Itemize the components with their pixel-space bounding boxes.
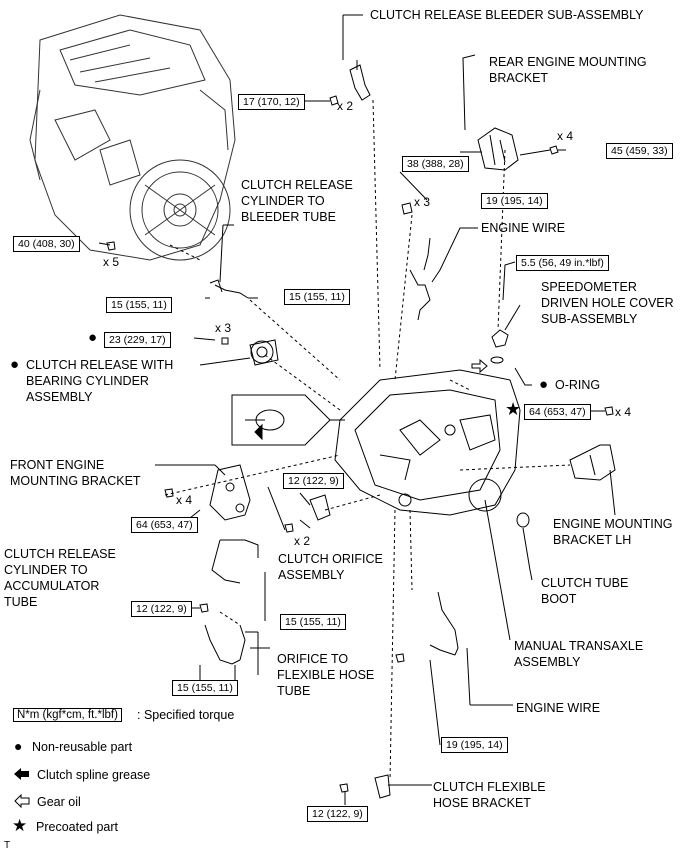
engine-wire-1-part	[409, 227, 478, 321]
engine-wire-2-part	[429, 591, 513, 706]
label-mount-lh: ENGINE MOUNTING BRACKET LH	[553, 517, 673, 547]
non-reusable-dot-icon: ●	[539, 376, 549, 393]
legend-torque-box: N*m (kgf*cm, ft.*lbf)	[13, 708, 122, 722]
label-engine-wire-1: ENGINE WIRE	[481, 221, 566, 235]
accumulator-tube-part	[211, 539, 259, 584]
label-oring: O-RING	[555, 378, 601, 392]
bolts	[106, 95, 614, 793]
legend-spline-grease-text: Clutch spline grease	[37, 768, 151, 782]
torque-box: 40 (408, 30)	[13, 236, 80, 252]
label-rear-bracket: REAR ENGINE MOUNTING BRACKET	[489, 55, 647, 85]
label-accum-tube: CLUTCH RELEASE CYLINDER TO ACCUMULATOR T…	[4, 547, 116, 609]
label-speedometer: SPEEDOMETER DRIVEN HOLE COVER SUB-ASSEMB…	[541, 280, 674, 326]
quantity-label: x 4	[176, 493, 193, 507]
engine-illustration	[29, 14, 236, 261]
torque-box: 12 (122, 9)	[131, 601, 192, 617]
quantity-label: x 2	[337, 99, 354, 113]
flex-hose-bracket-part	[374, 774, 432, 799]
leader-lines	[98, 100, 605, 805]
footer-code: T	[4, 840, 11, 851]
orifice-assembly-part	[299, 492, 331, 529]
legend-gear-oil-text: Gear oil	[37, 795, 81, 809]
label-orifice-asm: CLUTCH ORIFICE ASSEMBLY	[278, 552, 383, 582]
tube-boot-part	[516, 512, 533, 581]
legend-torque-text: : Specified torque	[137, 708, 235, 722]
legend-non-reusable-text: Non-reusable part	[32, 740, 133, 754]
dashed-guides	[164, 99, 571, 781]
label-release-cyl-tube: CLUTCH RELEASE CYLINDER TO BLEEDER TUBE	[241, 178, 353, 224]
bleeder-tube-part	[209, 224, 258, 299]
torque-box: 45 (459, 33)	[606, 143, 673, 159]
rear-bracket-part	[462, 54, 566, 171]
label-flex-bracket: CLUTCH FLEXIBLE HOSE BRACKET	[433, 780, 546, 810]
label-bearing-cylinder: CLUTCH RELEASE WITH BEARING CYLINDER ASS…	[26, 358, 174, 404]
spline-inset	[231, 394, 345, 446]
legend-spline-grease-icon	[14, 768, 29, 780]
non-reusable-dot-icon: ●	[88, 329, 98, 346]
front-bracket-part	[155, 464, 251, 521]
torque-box: 15 (155, 11)	[280, 614, 346, 630]
torque-box: 19 (195, 14)	[441, 737, 508, 753]
torque-box: 15 (155, 11)	[172, 680, 238, 696]
quantity-label: x 3	[414, 195, 431, 209]
torque-box: 23 (229, 17)	[104, 332, 171, 348]
torque-box: 38 (388, 28)	[402, 156, 469, 172]
quantity-label: x 4	[557, 129, 574, 143]
torque-box: 17 (170, 12)	[238, 94, 305, 110]
torque-box: 5.5 (56, 49 in.*lbf)	[516, 255, 609, 271]
bleeder-part	[342, 14, 371, 101]
torque-box: 19 (195, 14)	[481, 193, 548, 209]
precoated-star-icon: ★	[505, 399, 522, 419]
legend-precoated-text: Precoated part	[36, 820, 118, 834]
torque-box: 15 (155, 11)	[284, 289, 350, 305]
torque-box: 12 (122, 9)	[283, 473, 344, 489]
legend-non-reusable-icon: ●	[14, 738, 23, 754]
label-front-bracket: FRONT ENGINE MOUNTING BRACKET	[10, 458, 141, 488]
speedometer-cover-part	[471, 261, 532, 386]
mount-lh-part	[569, 444, 616, 516]
quantity-label: x 5	[103, 255, 120, 269]
torque-box: 12 (122, 9)	[307, 806, 368, 822]
label-tube-boot: CLUTCH TUBE BOOT	[541, 576, 629, 606]
transaxle-illustration	[334, 369, 521, 516]
torque-box: 15 (155, 11)	[106, 297, 172, 313]
label-orifice-hose: ORIFICE TO FLEXIBLE HOSE TUBE	[277, 652, 375, 698]
quantity-label: x 4	[615, 405, 632, 419]
legend-gear-oil-icon	[14, 794, 30, 808]
orifice-hose-tube-part	[204, 624, 259, 675]
non-reusable-dot-icon: ●	[10, 356, 20, 373]
label-bleeder: CLUTCH RELEASE BLEEDER SUB-ASSEMBLY	[370, 8, 644, 22]
quantity-label: x 3	[215, 321, 232, 335]
label-engine-wire-2: ENGINE WIRE	[516, 701, 601, 715]
torque-box: 64 (653, 47)	[524, 404, 591, 420]
quantity-label: x 2	[294, 534, 311, 548]
torque-box: 64 (653, 47)	[131, 517, 198, 533]
legend-precoated-icon: ★	[12, 816, 28, 835]
label-transaxle: MANUAL TRANSAXLE ASSEMBLY	[514, 639, 644, 669]
bearing-cylinder-part	[199, 337, 279, 366]
